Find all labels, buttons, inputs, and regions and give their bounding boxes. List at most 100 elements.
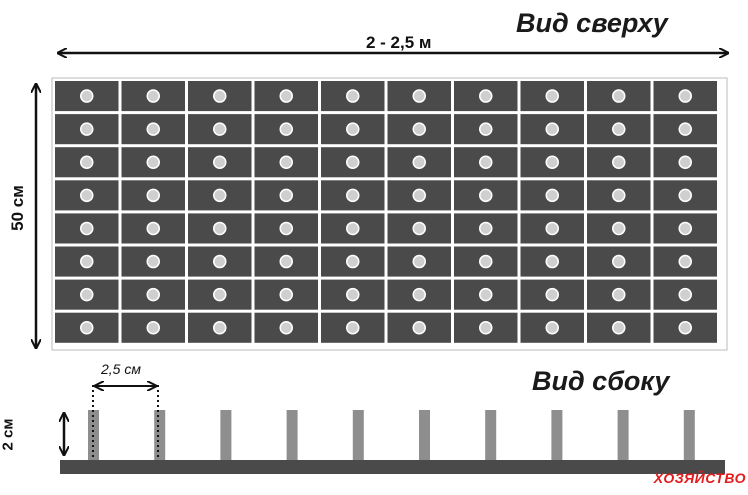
peg-hole [146, 188, 160, 203]
peg-hole [146, 321, 160, 335]
peg-hole [412, 122, 426, 136]
peg-hole [213, 221, 227, 236]
peg-hole [479, 321, 493, 335]
peg-hole [213, 89, 227, 103]
side-view-pegs [88, 410, 695, 460]
peg-hole [678, 155, 692, 169]
peg-hole [146, 122, 160, 136]
side-view-peg [352, 410, 364, 460]
peg-hole [545, 155, 559, 169]
peg-hole [678, 287, 692, 302]
side-view-base [60, 460, 725, 474]
side-view-peg [485, 410, 497, 460]
side-view-peg [551, 410, 563, 460]
peg-hole [678, 321, 692, 335]
peg-hole [80, 287, 94, 302]
peg-hole [346, 155, 360, 169]
peg-hole [412, 188, 426, 203]
peg-hole [545, 321, 559, 335]
peg-hole [412, 89, 426, 103]
peg-hole [146, 254, 160, 269]
peg-hole [346, 122, 360, 136]
peg-hole [80, 321, 94, 335]
side-view-peg [286, 410, 298, 460]
peg-hole [678, 188, 692, 203]
peg-hole [213, 122, 227, 136]
peg-hole [80, 122, 94, 136]
peg-hole [213, 254, 227, 269]
peg-hole [346, 221, 360, 236]
peg-hole [80, 155, 94, 169]
side-view-peg [617, 410, 629, 460]
brand-logo: ХОЗЯЙСТВО [653, 470, 746, 486]
peg-hole [146, 221, 160, 236]
peg-hole [146, 155, 160, 169]
peg-hole [545, 122, 559, 136]
peg-hole [545, 188, 559, 203]
peg-hole [279, 89, 293, 103]
peg-hole [279, 188, 293, 203]
peg-hole [279, 287, 293, 302]
peg-hole [545, 89, 559, 103]
peg-hole [80, 254, 94, 269]
peg-hole [479, 188, 493, 203]
peg-hole [213, 321, 227, 335]
side-view-title: Вид сбоку [532, 366, 670, 396]
side-view-peg [220, 410, 232, 460]
peg-hole [346, 287, 360, 302]
peg-hole [545, 287, 559, 302]
peg-hole [146, 89, 160, 103]
peg-hole [80, 188, 94, 203]
peg-hole [412, 155, 426, 169]
peg-hole [678, 221, 692, 236]
peg-hole [412, 321, 426, 335]
peg-hole [612, 155, 626, 169]
peg-hole [279, 254, 293, 269]
top-view-title: Вид сверху [516, 8, 668, 38]
peg-hole [612, 321, 626, 335]
side-view-peg [683, 410, 695, 460]
peg-hole [279, 155, 293, 169]
peg-hole [412, 221, 426, 236]
width-label: 2 - 2,5 м [366, 33, 432, 52]
side-view-peg [419, 410, 430, 460]
peg-hole [612, 188, 626, 203]
peg-hole [346, 321, 360, 335]
peg-hole [545, 221, 559, 236]
peg-hole [412, 254, 426, 269]
peg-hole [612, 254, 626, 269]
top-view-grid [55, 81, 717, 343]
peg-hole [545, 254, 559, 269]
peg-hole [479, 254, 493, 269]
peg-hole [678, 254, 692, 269]
peg-hole [213, 188, 227, 203]
peg-hole [146, 287, 160, 302]
peg-hole [612, 122, 626, 136]
peg-hole [479, 122, 493, 136]
peg-hole [213, 287, 227, 302]
peg-hole [678, 89, 692, 103]
peg-hole [612, 221, 626, 236]
peg-hole [612, 89, 626, 103]
peg-hole [678, 122, 692, 136]
peg-hole [479, 155, 493, 169]
peg-hole [346, 89, 360, 103]
peg-height-label: 2 см [0, 418, 17, 451]
peg-hole [279, 321, 293, 335]
peg-hole [80, 89, 94, 103]
peg-hole [80, 221, 94, 236]
peg-hole [279, 221, 293, 236]
peg-hole [346, 254, 360, 269]
peg-hole [346, 188, 360, 203]
side-view-peg [154, 410, 166, 460]
peg-hole [612, 287, 626, 302]
peg-hole [479, 221, 493, 236]
height-label: 50 см [7, 185, 27, 231]
peg-hole [479, 287, 493, 302]
peg-hole [279, 122, 293, 136]
peg-hole [412, 287, 426, 302]
spacing-label: 2,5 см [101, 361, 141, 377]
peg-hole [479, 89, 493, 103]
